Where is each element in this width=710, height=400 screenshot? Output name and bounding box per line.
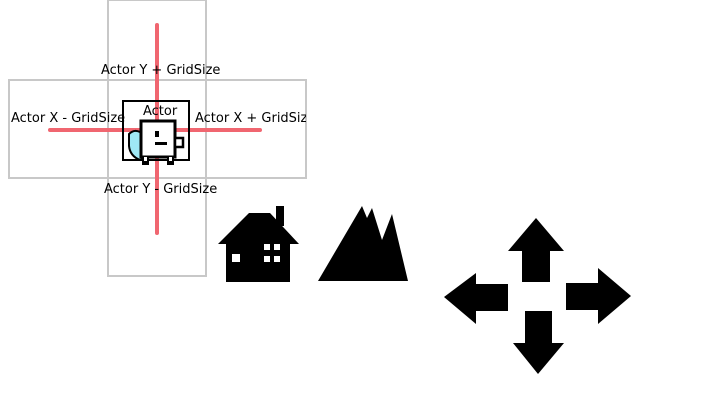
four-way-arrows-icon: [444, 218, 631, 374]
label-actor-x-plus: Actor X + GridSize: [195, 111, 306, 126]
arrow-right-icon: [566, 268, 631, 324]
arrow-down-icon: [513, 311, 564, 374]
label-actor: Actor: [143, 104, 178, 119]
actor-robot-icon: [139, 119, 185, 165]
house-icon: [218, 206, 299, 282]
label-actor-x-minus: Actor X - GridSize: [11, 111, 126, 126]
mountains-icon: [318, 206, 408, 281]
arrow-up-icon: [508, 218, 564, 282]
label-actor-y-plus: Actor Y + GridSize: [101, 63, 221, 78]
arrow-left-icon: [444, 273, 508, 324]
label-actor-y-minus: Actor Y - GridSize: [104, 182, 218, 197]
actor-box: [122, 100, 190, 161]
